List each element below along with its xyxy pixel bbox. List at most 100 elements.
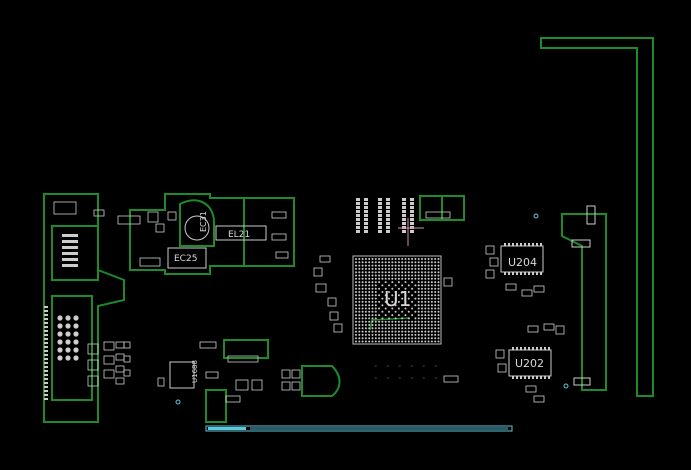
rpack-pad bbox=[378, 202, 382, 205]
bga-ball bbox=[404, 307, 407, 310]
bga-ball bbox=[407, 264, 410, 267]
right-strip-parts[interactable] bbox=[175, 205, 596, 405]
bga-ball bbox=[378, 287, 381, 290]
bga-ball bbox=[414, 297, 417, 300]
bga-ball bbox=[427, 281, 430, 284]
rpack-pad bbox=[410, 202, 414, 205]
bga-ball bbox=[421, 287, 423, 290]
bga-ball bbox=[427, 287, 430, 290]
u202-chip[interactable]: U202 bbox=[508, 347, 552, 379]
bga-ball bbox=[414, 267, 417, 270]
bga-ball bbox=[397, 314, 400, 317]
bga-ball bbox=[381, 327, 384, 330]
bga-ball bbox=[407, 258, 410, 260]
bga-ball bbox=[358, 258, 361, 260]
bga-ball bbox=[371, 281, 374, 284]
bga-ball bbox=[361, 274, 364, 277]
passive-components[interactable] bbox=[53, 201, 565, 403]
bga-ball bbox=[407, 274, 410, 277]
bga-ball bbox=[430, 304, 433, 307]
bga-ball bbox=[368, 324, 371, 326]
connector-pin bbox=[57, 355, 63, 361]
bga-ball bbox=[397, 261, 400, 264]
bga-ball bbox=[394, 333, 397, 336]
round-pad-outline bbox=[301, 365, 341, 397]
bga-ball bbox=[378, 324, 381, 326]
bga-ball bbox=[411, 320, 414, 323]
bga-ball bbox=[371, 267, 374, 270]
bga-ball bbox=[384, 300, 387, 303]
chip-pin bbox=[516, 376, 518, 379]
bga-ball bbox=[411, 314, 414, 317]
bga-ball bbox=[358, 294, 361, 297]
bga-ball bbox=[434, 333, 437, 336]
rpack-pad bbox=[378, 230, 382, 233]
bga-ball bbox=[358, 274, 361, 277]
u204-chip[interactable]: U204 bbox=[500, 243, 544, 275]
ec31-part[interactable]: EC31 bbox=[184, 211, 210, 241]
bga-ball bbox=[388, 330, 390, 333]
bga-ball bbox=[355, 300, 357, 303]
u1-bga-package[interactable]: U1 bbox=[352, 255, 442, 345]
bga-ball bbox=[391, 271, 394, 274]
bga-ball bbox=[384, 307, 387, 310]
smd-part bbox=[123, 355, 131, 363]
bga-ball bbox=[374, 310, 377, 313]
resistor-packs[interactable] bbox=[356, 198, 414, 233]
rpack-pad bbox=[386, 230, 390, 233]
bga-ball bbox=[430, 307, 433, 310]
bga-ball bbox=[414, 337, 417, 340]
el21-part[interactable]: EL21 bbox=[215, 225, 267, 241]
connector-pin bbox=[65, 331, 71, 337]
bga-ball bbox=[424, 274, 427, 277]
chip-pin bbox=[524, 272, 526, 275]
el21-label: EL21 bbox=[228, 230, 250, 240]
bga-ball bbox=[417, 300, 420, 303]
bga-ball bbox=[434, 300, 437, 303]
bga-ball bbox=[427, 258, 430, 260]
bga-ball bbox=[355, 277, 357, 280]
bga-ball bbox=[424, 300, 427, 303]
bottom-edge-connector[interactable] bbox=[205, 425, 513, 432]
bga-ball bbox=[401, 261, 404, 264]
rpack-pad bbox=[356, 226, 360, 229]
via: ◦ bbox=[422, 375, 426, 382]
bga-ball bbox=[388, 317, 390, 320]
smd-part bbox=[93, 209, 105, 217]
ec31-outline bbox=[179, 199, 215, 247]
bga-ball bbox=[394, 267, 397, 270]
rpack-pad bbox=[402, 210, 406, 213]
connector-pin bbox=[62, 246, 78, 249]
bga-ball bbox=[424, 340, 427, 343]
bga-ball bbox=[430, 324, 433, 326]
smd-part bbox=[147, 211, 159, 223]
ec25-label: EC25 bbox=[174, 254, 197, 264]
u1688-chip[interactable]: U1688 bbox=[169, 360, 199, 389]
bga-ball bbox=[364, 337, 367, 340]
bga-ball bbox=[421, 320, 423, 323]
bga-ball bbox=[368, 261, 371, 264]
bga-ball bbox=[355, 307, 357, 310]
bga-ball bbox=[355, 294, 357, 297]
bga-ball bbox=[401, 337, 404, 340]
bga-ball bbox=[434, 304, 437, 307]
bga-ball bbox=[364, 330, 367, 333]
bga-ball bbox=[368, 277, 371, 280]
bga-ball bbox=[401, 304, 404, 307]
bga-ball bbox=[404, 277, 407, 280]
bga-ball bbox=[411, 324, 414, 326]
bga-ball bbox=[417, 258, 420, 260]
bga-ball bbox=[371, 327, 374, 330]
rpack-pad bbox=[356, 222, 360, 225]
bga-ball bbox=[364, 310, 367, 313]
bga-ball bbox=[368, 304, 371, 307]
bga-ball bbox=[371, 294, 374, 297]
connector-pin bbox=[44, 374, 48, 376]
bga-ball bbox=[368, 267, 371, 270]
bga-ball bbox=[437, 281, 440, 284]
bga-ball bbox=[401, 274, 404, 277]
bga-ball bbox=[368, 281, 371, 284]
ec25-part[interactable]: EC25 bbox=[167, 247, 207, 269]
right-strip-outline bbox=[561, 213, 607, 391]
